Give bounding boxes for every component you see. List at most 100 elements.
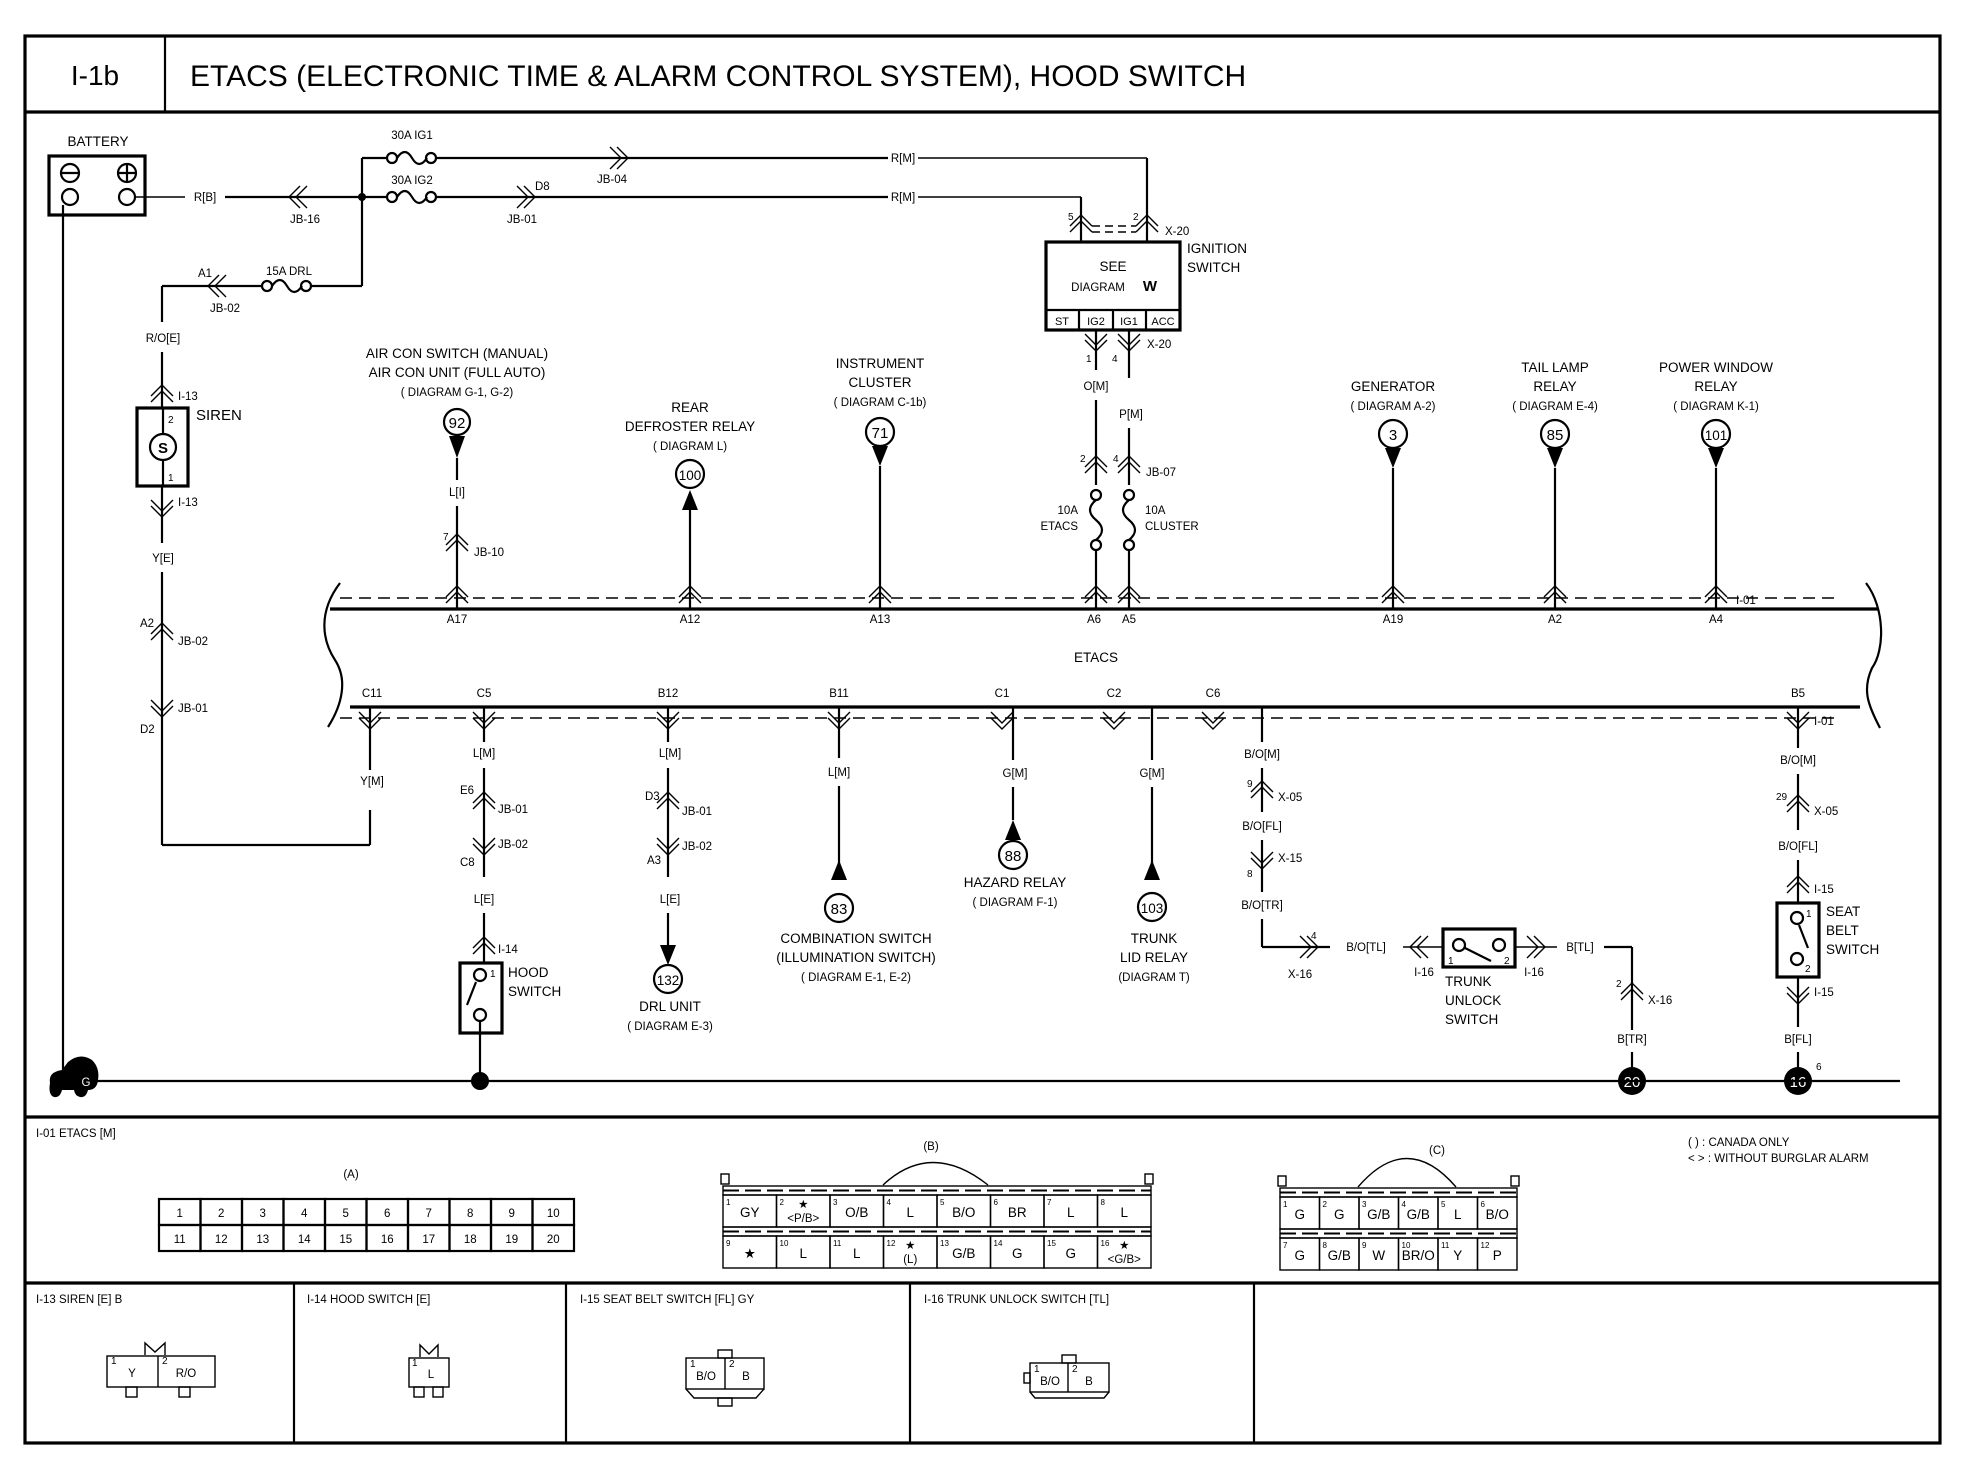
pin-color: G [1294, 1248, 1305, 1263]
connector-i14: 1 L [408, 1343, 450, 1398]
component-power-window-relay[interactable]: POWER WINDOW RELAY ( DIAGRAM K-1) 101 [1659, 360, 1773, 468]
connector-label-i14: I-14 [498, 944, 518, 956]
connector-label-x05-seat: X-05 [1814, 806, 1838, 818]
pin-number: 14 [298, 1234, 311, 1246]
wire-label-seat-b-fl: B[FL] [1784, 1034, 1811, 1046]
etacs-module[interactable]: ETACS [323, 582, 1883, 729]
component-generator[interactable]: GENERATOR ( DIAGRAM A-2) 3 [1351, 379, 1436, 468]
trunk-unlock-switch-box [1441, 927, 1517, 969]
siren-pin-top: 2 [168, 415, 174, 426]
pin-number: 6 [384, 1208, 390, 1220]
battery-box [47, 154, 147, 217]
component-hazard-relay[interactable]: 88 HAZARD RELAY ( DIAGRAM F-1) [964, 820, 1067, 909]
battery-negative-icon [59, 162, 81, 184]
combo-label-2: (ILLUMINATION SWITCH) [776, 950, 936, 965]
siren-label: SIREN [196, 407, 242, 424]
connector-label-i13-bottom: I-13 [178, 497, 198, 509]
fuse-label-drl: 15A DRL [266, 266, 313, 278]
battery-label: BATTERY [67, 134, 128, 149]
i15-pin-1: 1 [690, 1359, 696, 1370]
component-tail-lamp-relay[interactable]: TAIL LAMP RELAY ( DIAGRAM E-4) 85 [1512, 360, 1598, 468]
connector-chevron-jb04 [609, 146, 629, 170]
component-drl-unit[interactable]: 132 DRL UNIT ( DIAGRAM E-3) [627, 945, 713, 1033]
wire-label-ig1: R[M] [891, 153, 915, 165]
pin-color: L [906, 1205, 914, 1220]
component-instrument-cluster[interactable]: INSTRUMENT CLUSTER ( DIAGRAM C-1b) 71 [834, 356, 927, 466]
trunk-unlock-label-1: TRUNK [1445, 974, 1492, 989]
battery[interactable]: BATTERY [47, 134, 147, 217]
connector-chevron-jb01-d8 [516, 185, 536, 209]
connector-latch [1144, 1173, 1154, 1185]
arrow-down-icon [1547, 448, 1563, 468]
wire-label-bo-tl: B/O[TL] [1346, 942, 1386, 954]
pin-number: 9 [726, 1239, 731, 1248]
wire-label-bo-tr: B/O[TR] [1241, 900, 1283, 912]
pin-color: G/B [1328, 1248, 1351, 1263]
connector-chevron-jb02-a1 [207, 274, 227, 298]
connector-label-x15: X-15 [1278, 853, 1302, 865]
pin-number: 5 [1441, 1200, 1446, 1209]
connector-chevron-jb02-a2 [150, 622, 174, 641]
pin-label-x15-8: 8 [1247, 869, 1253, 880]
pin-label-e6: E6 [460, 785, 474, 797]
siren[interactable]: S 2 1 [135, 406, 190, 488]
pin-number: 15 [339, 1234, 352, 1246]
pin-number: 10 [780, 1239, 789, 1248]
component-rear-defroster[interactable]: REAR DEFROSTER RELAY ( DIAGRAM L) 100 [625, 400, 755, 510]
connector-b-lock-arc [882, 1161, 989, 1186]
component-trunk-lid-relay[interactable]: 103 TRUNK LID RELAY (DIAGRAM T) [1118, 860, 1190, 984]
pin-a19: A19 [1383, 614, 1403, 626]
fuse-drl-icon [260, 278, 313, 294]
pin-b12: B12 [658, 688, 678, 700]
i13-pin-2: 2 [162, 1356, 168, 1367]
pin-number: 5 [940, 1198, 945, 1207]
component-air-con[interactable]: AIR CON SWITCH (MANUAL) AIR CON UNIT (FU… [366, 346, 548, 458]
pin-color: (L) [903, 1254, 917, 1266]
component-combination-switch[interactable]: 83 COMBINATION SWITCH (ILLUMINATION SWIT… [776, 860, 936, 984]
ignition-switch[interactable]: SEE DIAGRAM W ST IG2 IG1 ACC [1044, 240, 1182, 332]
pin-number: 11 [174, 1234, 186, 1246]
pin-color: G/B [1367, 1207, 1390, 1222]
connector-chevron-x15 [1250, 851, 1274, 870]
ground-pin-6: 6 [1816, 1062, 1822, 1073]
defroster-label-1: REAR [671, 400, 709, 415]
pin-label-x05-9: 9 [1247, 779, 1253, 790]
pin-number: 11 [833, 1239, 842, 1248]
wire-label-hood-le: L[E] [474, 894, 494, 906]
diagram-title: ETACS (ELECTRONIC TIME & ALARM CONTROL S… [190, 60, 1246, 93]
pin-cell [1476, 1196, 1518, 1230]
connector-label-jb04: JB-04 [597, 174, 628, 186]
connector-label-x20-bottom: X-20 [1147, 339, 1171, 351]
seat-belt-switch[interactable]: 1 2 [1775, 901, 1821, 979]
pin-number: 20 [547, 1234, 560, 1246]
pin-color: L [799, 1246, 807, 1261]
pin-c6: C6 [1206, 688, 1221, 700]
etacs-label: ETACS [1074, 650, 1118, 665]
ref-number-132: 132 [657, 973, 680, 988]
connector-label-jb01-siren: JB-01 [178, 703, 208, 715]
trunk-switch-contact-1 [1451, 937, 1467, 953]
seat-switch-pin-2: 2 [1805, 964, 1811, 975]
hood-switch-label-1: HOOD [508, 965, 549, 980]
wire-label-rb: R[B] [194, 192, 216, 204]
seat-belt-label-3: SWITCH [1826, 942, 1879, 957]
power-window-label-2: RELAY [1694, 379, 1737, 394]
pin-color: W [1372, 1248, 1385, 1263]
pin-number: 5 [343, 1208, 349, 1220]
hazard-label-1: HAZARD RELAY [964, 875, 1067, 890]
pin-color: Y [1453, 1248, 1462, 1263]
pin-label-a1: A1 [198, 268, 212, 280]
ref-circle-132 [652, 963, 684, 995]
trunk-switch-pin-1: 1 [1448, 956, 1454, 967]
i14-pin-1: 1 [412, 1358, 418, 1369]
wire-label-ig2: R[M] [891, 192, 915, 204]
trunk-unlock-switch[interactable]: 1 2 [1441, 927, 1517, 969]
wire-label-drl-le: L[E] [660, 894, 680, 906]
pin-number: 4 [887, 1198, 892, 1207]
ref-circle-103 [1136, 891, 1168, 923]
cluster-label-2: CLUSTER [848, 375, 911, 390]
trunk-unlock-label-2: UNLOCK [1445, 993, 1501, 1008]
arrow-down-icon [449, 436, 465, 458]
connector-chevron-i16-right [1526, 935, 1546, 959]
